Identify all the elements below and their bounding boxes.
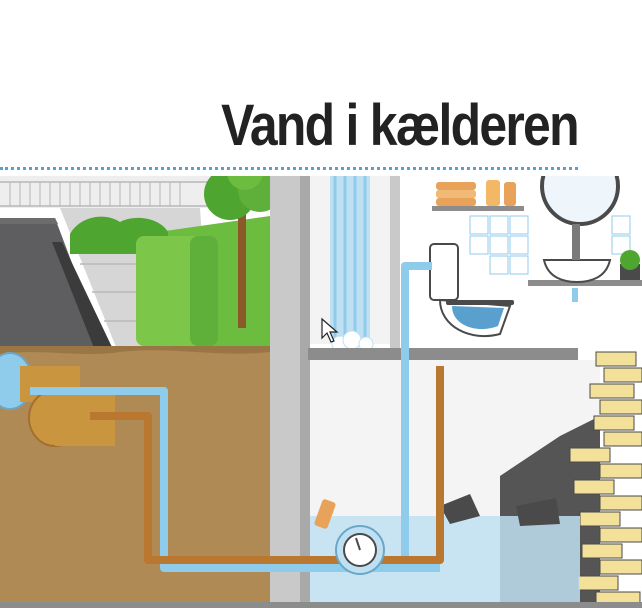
sink-icon: [542, 224, 612, 302]
sewer-pipe: [90, 366, 444, 564]
toilet-icon: [429, 243, 514, 338]
towel-stack-icon: [436, 182, 476, 206]
gauge-icon: [335, 525, 385, 575]
floor-slab: [308, 348, 578, 360]
clean-water-pipe: [30, 262, 440, 572]
interior-wall: [390, 176, 400, 348]
house-wall: [270, 176, 310, 608]
hedge: [70, 216, 218, 346]
road: [0, 218, 105, 351]
ground-baseline: [0, 602, 642, 608]
shelf: [432, 206, 524, 211]
window-water-flow: [310, 176, 392, 353]
basement-water-illustration: [0, 176, 642, 608]
dotted-divider: [0, 167, 578, 170]
cursor-icon: [321, 317, 339, 343]
curb: [52, 242, 120, 368]
page-title: Vand i kælderen: [221, 93, 579, 158]
bottle-icon: [486, 180, 516, 206]
bathroom: [429, 176, 642, 338]
street-sewer-pipes: [0, 352, 115, 447]
